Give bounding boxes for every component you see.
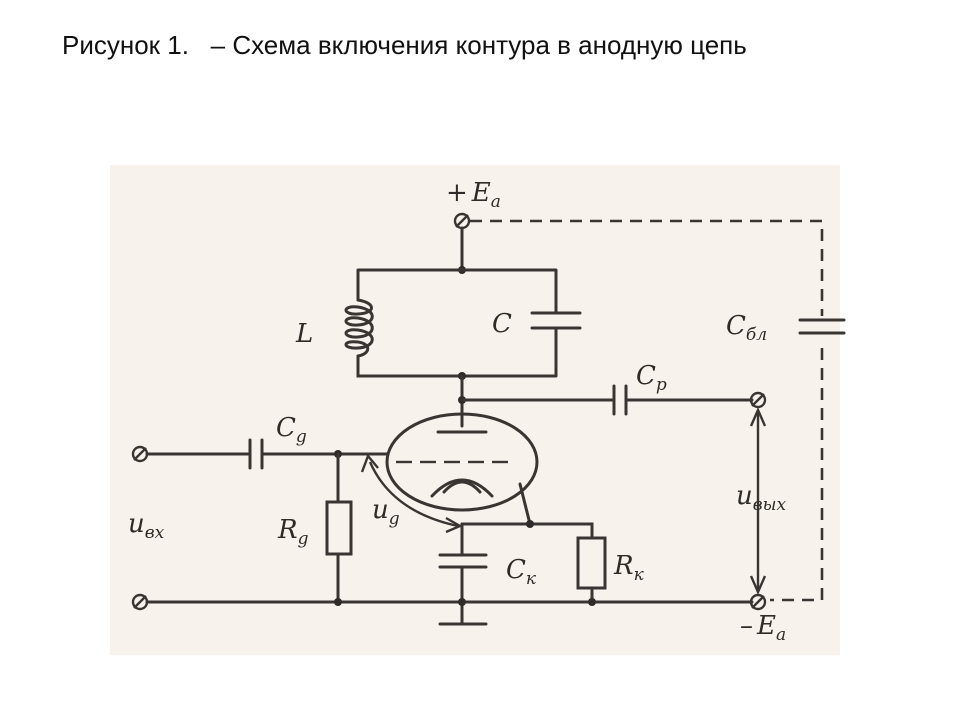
junction-dot xyxy=(334,598,342,606)
anode-supply-minus-label: –Ea xyxy=(740,611,786,645)
inductor-coil xyxy=(344,298,374,358)
cathode-lead xyxy=(518,482,532,526)
tank-capacitor xyxy=(530,311,582,330)
output-voltage-label: uвых xyxy=(736,481,786,515)
grid-capacitor-label: Cg xyxy=(276,413,307,447)
output-arrowhead-top xyxy=(749,407,767,427)
figure-caption: Рисунок 1. – Схема включения контура в а… xyxy=(62,30,747,60)
cathode-bus xyxy=(460,522,594,540)
grid-resistor-label: Rg xyxy=(277,515,309,549)
tank-circuit-frame xyxy=(356,268,558,378)
paper-background xyxy=(110,165,840,655)
junction-dot xyxy=(588,598,596,606)
coupling-capacitor-label: Cp xyxy=(636,361,667,395)
blocking-capacitor xyxy=(798,318,846,335)
grid-voltage-arrowhead-end xyxy=(445,516,463,534)
tank-capacitor-label: C xyxy=(492,309,512,339)
grid-voltage-arrow xyxy=(368,461,459,528)
junction-dot xyxy=(458,598,466,606)
cathode-resistor-label: Rк xyxy=(613,551,645,585)
output-arrowhead-bottom xyxy=(749,575,767,595)
output-terminal-top xyxy=(749,391,767,409)
anode-supply-plus-label: +Ea xyxy=(446,178,501,212)
grid-voltage-arrowhead xyxy=(360,453,379,473)
vacuum-tube xyxy=(385,412,539,512)
cathode-capacitor-label: Cк xyxy=(506,555,537,589)
inductor-label: L xyxy=(295,319,313,349)
grid-voltage-label: ug xyxy=(372,495,400,529)
junction-dot xyxy=(526,520,534,528)
blocking-capacitor-label: Cбл xyxy=(726,311,767,345)
output-terminal-bottom xyxy=(749,593,767,611)
blocking-circuit-dashed-line xyxy=(470,219,824,602)
input-voltage-label: uвх xyxy=(128,509,165,543)
